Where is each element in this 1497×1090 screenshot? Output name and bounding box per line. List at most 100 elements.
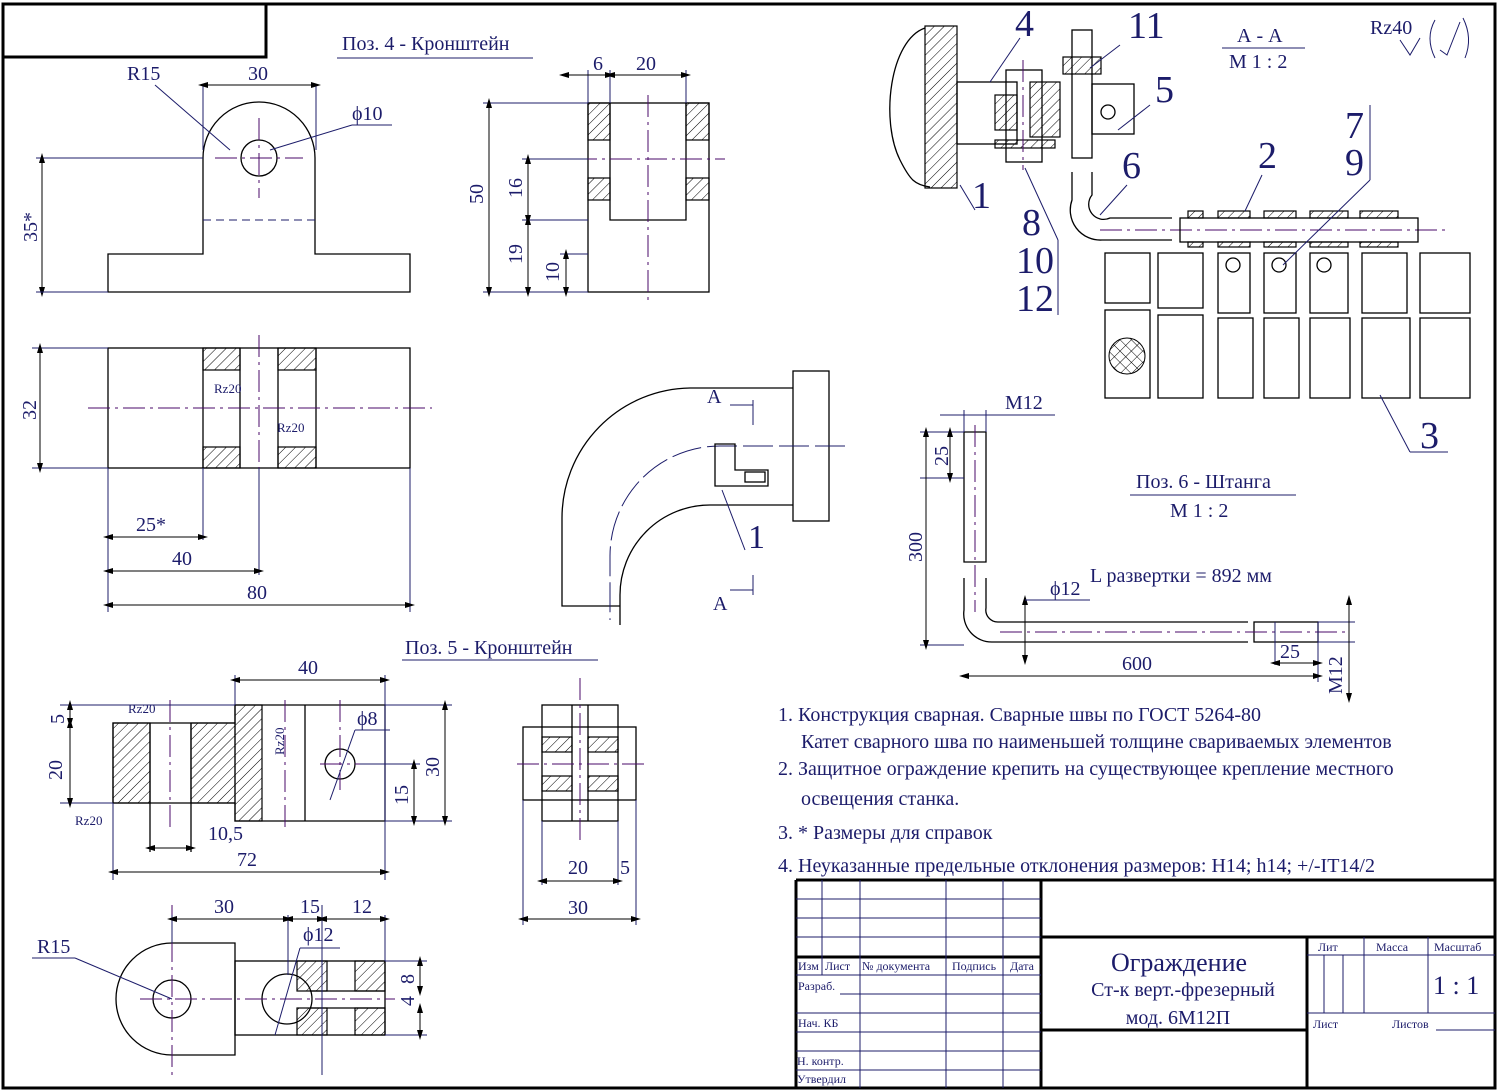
section-title: А - А (1237, 25, 1283, 47)
dim-6: 6 (593, 53, 603, 75)
drawing-name: Ограждение (1111, 948, 1247, 977)
note-4: 4. Неуказанные предельные отклонения раз… (778, 855, 1375, 877)
callout-10: 10 (1016, 240, 1054, 282)
role-chief: Нач. КБ (798, 1016, 839, 1030)
section-mark-a: A (713, 593, 728, 615)
dim-40: 40 (172, 548, 192, 570)
corner-stamp-box (1, 2, 268, 59)
technical-notes: 1. Конструкция сварная. Сварные швы по Г… (778, 704, 1394, 877)
guard-elbow-view: A A 1 (561, 370, 845, 625)
dim-d12: ϕ12 (303, 924, 334, 946)
dim-600: 600 (1122, 653, 1152, 675)
callout-7: 7 (1345, 105, 1364, 147)
note-2: 2. Защитное ограждение крепить на сущест… (778, 758, 1394, 780)
dim-m12: М12 (1325, 656, 1347, 694)
sheet-label: Лист (1313, 1017, 1339, 1031)
pos6-title: Поз. 6 - Штанга (1136, 471, 1271, 493)
callout-5: 5 (1155, 69, 1174, 111)
header-signature: Подпись (952, 959, 997, 973)
dim-25: 25 (931, 446, 953, 466)
dim-35-ref: 35* (20, 212, 42, 242)
callout-12: 12 (1016, 278, 1054, 320)
dim-4: 4 (397, 996, 419, 1006)
dim-12: 12 (352, 896, 372, 918)
dim-80: 80 (247, 582, 267, 604)
dim-15: 15 (391, 785, 413, 805)
callout-11: 11 (1128, 5, 1165, 47)
developed-length: L развертки = 892 мм (1090, 565, 1272, 587)
dim-50: 50 (466, 184, 488, 204)
note-3: 3. * Размеры для справок (778, 822, 993, 844)
note-1: 1. Конструкция сварная. Сварные швы по Г… (778, 704, 1261, 726)
callout-2: 2 (1258, 135, 1277, 177)
pos6-scale: М 1 : 2 (1170, 500, 1228, 522)
callout-1: 1 (748, 519, 765, 556)
callout-3: 3 (1420, 415, 1439, 457)
lit-label: Лит (1318, 940, 1339, 954)
roughness-rz20: Rz20 (277, 420, 304, 435)
dim-20: 20 (568, 857, 588, 879)
roughness-rz40: Rz40 (1370, 17, 1412, 39)
dim-10: 10 (542, 262, 564, 282)
section-scale: М 1 : 2 (1229, 51, 1287, 73)
mass-label: Масса (1376, 940, 1409, 954)
dim-30: 30 (248, 63, 268, 85)
section-mark-a: A (707, 386, 722, 408)
callout-8: 8 (1022, 202, 1041, 244)
machine-model: мод. 6М12П (1126, 1007, 1230, 1029)
dim-20: 20 (45, 760, 67, 780)
roughness-rz20: Rz20 (214, 381, 241, 396)
dim-30: 30 (214, 896, 234, 918)
header-list: Лист (825, 959, 851, 973)
note-1-cont: Катет сварного шва по наименьшей толщине… (801, 731, 1392, 753)
roughness-symbol (1399, 17, 1469, 59)
dim-32: 32 (19, 400, 41, 420)
scale-value: 1 : 1 (1433, 971, 1479, 1000)
dim-m12: М12 (1005, 392, 1043, 414)
dim-r15: R15 (127, 63, 160, 85)
callout-9: 9 (1345, 142, 1364, 184)
dim-16: 16 (505, 178, 527, 198)
pos4-title: Поз. 4 - Кронштейн (342, 33, 510, 55)
dim-10-5: 10,5 (208, 823, 243, 845)
dim-d12: ϕ12 (1050, 578, 1081, 600)
role-developer: Разраб. (798, 979, 835, 993)
dim-d10: ϕ10 (352, 103, 383, 125)
dim-5: 5 (47, 714, 69, 724)
dim-15: 15 (300, 896, 320, 918)
note-2-cont: освещения станка. (801, 788, 959, 810)
callout-1: 1 (972, 175, 991, 217)
dim-5: 5 (620, 857, 630, 879)
dim-19: 19 (505, 244, 527, 264)
dim-300: 300 (905, 532, 927, 562)
pos5-bracket-views: Поз. 5 - Кронштейн 40 5 Rz20 ϕ8 20 Rz20 … (32, 637, 645, 1075)
assembly-section-a-a: 4 11 5 6 2 7 9 1 8 10 12 3 А - А М 1 : 2… (889, 3, 1471, 457)
dim-r15: R15 (37, 936, 70, 958)
dim-20: 20 (636, 53, 656, 75)
dim-25: 25 (1280, 641, 1300, 663)
callout-4: 4 (1015, 3, 1034, 45)
pos5-title: Поз. 5 - Кронштейн (405, 637, 573, 659)
dim-30: 30 (568, 897, 588, 919)
roughness-rz20: Rz20 (75, 813, 102, 828)
header-izm: Изм (798, 959, 819, 973)
dim-d8: ϕ8 (357, 708, 378, 730)
dim-8: 8 (397, 974, 419, 984)
dim-30: 30 (422, 757, 444, 777)
machine-name: Ст-к верт.-фрезерный (1091, 979, 1275, 1001)
roughness-rz20: Rz20 (272, 728, 287, 755)
dim-25-ref: 25* (136, 514, 166, 536)
callout-6: 6 (1122, 145, 1141, 187)
pos6-rod-view: Поз. 6 - Штанга М 1 : 2 М12 25 300 ϕ12 L… (905, 392, 1355, 703)
dim-40: 40 (298, 657, 318, 679)
pos4-bracket-views: Поз. 4 - Кронштейн R15 30 ϕ10 35* 6 20 5… (19, 33, 725, 612)
dim-72: 72 (237, 849, 257, 871)
header-doc-number: № документа (862, 959, 931, 973)
scale-label: Масштаб (1434, 940, 1481, 954)
title-block: Изм Лист № документа Подпись Дата Разраб… (794, 878, 1495, 1088)
role-norm-control: Н. контр. (797, 1054, 844, 1068)
header-date: Дата (1010, 959, 1035, 973)
